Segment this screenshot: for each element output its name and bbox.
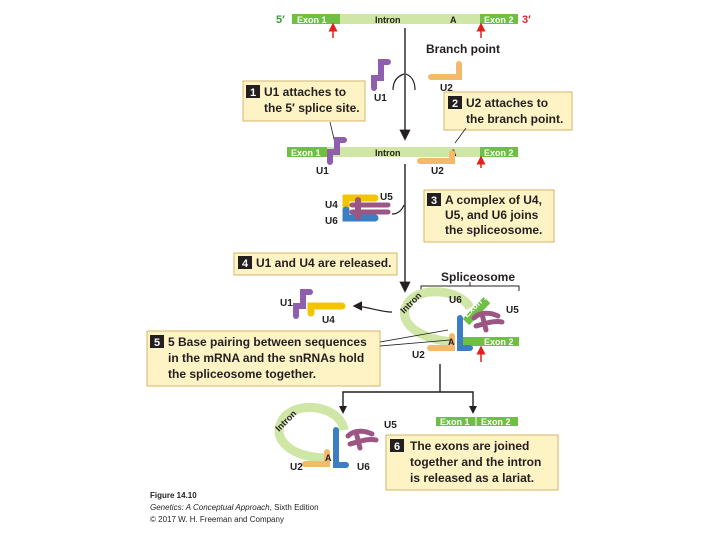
- released-snrnas: [293, 289, 346, 319]
- intron-row2-label: Intron: [375, 148, 401, 158]
- step-5-pointer-a: [379, 329, 449, 343]
- top-rna: 5′ Exon 1 Intron A Exon 2 3′ Branch poin…: [276, 14, 531, 56]
- u1-snrna-top: [371, 59, 391, 91]
- u1-curve-arrow: [392, 73, 405, 91]
- exon1-top: [292, 14, 340, 24]
- step-3-line1: A complex of U4,: [445, 193, 542, 207]
- u2-label-released: U2: [290, 462, 303, 473]
- u2-label-row2: U2: [431, 166, 444, 177]
- u1-label-top: U1: [374, 93, 387, 104]
- step-4-number: 4: [242, 258, 249, 270]
- step-5-line1: 5 Base pairing between sequences: [168, 335, 367, 349]
- step-6-number: 6: [394, 441, 400, 453]
- step-3-line3: the spliceosome.: [445, 223, 542, 237]
- branch-a-top: A: [450, 15, 457, 25]
- step-5-pointer-b: [379, 339, 451, 347]
- a-label-released: A: [325, 453, 332, 463]
- u2-label-top: U2: [440, 83, 453, 94]
- rna-row-2: Exon 1 Intron A Exon 2 U1 U2: [287, 137, 518, 177]
- step-6-line1: The exons are joined: [410, 439, 529, 453]
- figure-caption-book: Genetics: A Conceptual Approach, Sixth E…: [150, 503, 319, 512]
- step-2-line1: U2 attaches to: [466, 96, 548, 110]
- book-title: Genetics: A Conceptual Approach: [150, 503, 270, 512]
- u1-label-row2: U1: [316, 166, 329, 177]
- u6-label-complex: U6: [325, 216, 338, 227]
- exon2-joined-label: Exon 2: [481, 417, 511, 427]
- u5-label-complex: U5: [380, 192, 393, 203]
- u2-label-spliceosome: U2: [412, 350, 425, 361]
- exon2-top: [480, 14, 518, 24]
- step-4-box: 4 U1 and U4 are released.: [233, 252, 398, 276]
- u5-label-released: U5: [384, 420, 397, 431]
- u6-label-released: U6: [357, 462, 370, 473]
- exon2-top-label: Exon 2: [484, 15, 514, 25]
- step-1-line2: the 5′ splice site.: [264, 101, 360, 115]
- step-2-number: 2: [452, 98, 458, 110]
- step-5-line3: the spliceosome together.: [168, 367, 316, 381]
- u6-label-spliceosome: U6: [449, 295, 462, 306]
- step-6-line2: together and the intron: [410, 455, 541, 469]
- step-5-box: 5 5 Base pairing between sequences in th…: [146, 330, 381, 387]
- figure-caption-copyright: © 2017 W. H. Freeman and Company: [150, 515, 284, 524]
- step-6-line3: is released as a lariat.: [410, 471, 534, 485]
- release-curve-arrow: [352, 301, 393, 313]
- intron-top: [340, 14, 480, 24]
- step-1-number: 1: [250, 87, 256, 99]
- step-5-line2: in the mRNA and the snRNAs hold: [168, 351, 364, 365]
- step-1-line1: U1 attaches to: [264, 85, 346, 99]
- branch-point-label: Branch point: [426, 42, 500, 56]
- three-prime-label: 3′: [522, 14, 531, 26]
- u4-label-complex: U4: [325, 200, 338, 211]
- exon1-joined-label: Exon 1: [440, 417, 470, 427]
- u2-curve-arrow: [405, 73, 416, 91]
- step-3-box: 3 A complex of U4, U5, and U6 joins the …: [423, 189, 555, 243]
- book-edition: , Sixth Edition: [269, 503, 319, 512]
- exon2-row2-label: Exon 2: [484, 148, 514, 158]
- exon2-spliceosome-label: Exon 2: [484, 337, 514, 347]
- intron-top-label: Intron: [375, 15, 401, 25]
- step-6-box: 6 The exons are joined together and the …: [385, 434, 559, 491]
- step-4-line1: U1 and U4 are released.: [256, 256, 391, 270]
- a-label-spliceosome: A: [448, 337, 455, 347]
- figure-caption-title: Figure 14.10: [150, 491, 197, 500]
- exon1-row2-label: Exon 1: [291, 148, 321, 158]
- spliceosome-label: Spliceosome: [441, 270, 515, 284]
- exon1-top-label: Exon 1: [297, 15, 327, 25]
- u4-label-released: U4: [322, 315, 335, 326]
- step-2-pointer: [454, 127, 467, 144]
- joined-exons: Exon 1 Exon 2: [436, 417, 518, 427]
- step-5-number: 5: [154, 337, 160, 349]
- u1-label-released: U1: [280, 298, 293, 309]
- step-2-box: 2 U2 attaches to the branch point.: [443, 91, 573, 131]
- step-1-box: 1 U1 attaches to the 5′ splice site.: [242, 80, 366, 122]
- step-3-number: 3: [431, 195, 437, 207]
- split-arrow: [342, 364, 474, 410]
- u2-snrna-top: [428, 61, 462, 80]
- step-2-line2: the branch point.: [466, 112, 563, 126]
- u4-u5-u6-complex: [342, 194, 391, 222]
- u5-label-spliceosome: U5: [506, 305, 519, 316]
- complex-curve-arrow: [391, 204, 405, 215]
- five-prime-label: 5′: [276, 14, 285, 26]
- spliceosome-bracket: [420, 282, 520, 291]
- step-3-line2: U5, and U6 joins: [445, 208, 539, 222]
